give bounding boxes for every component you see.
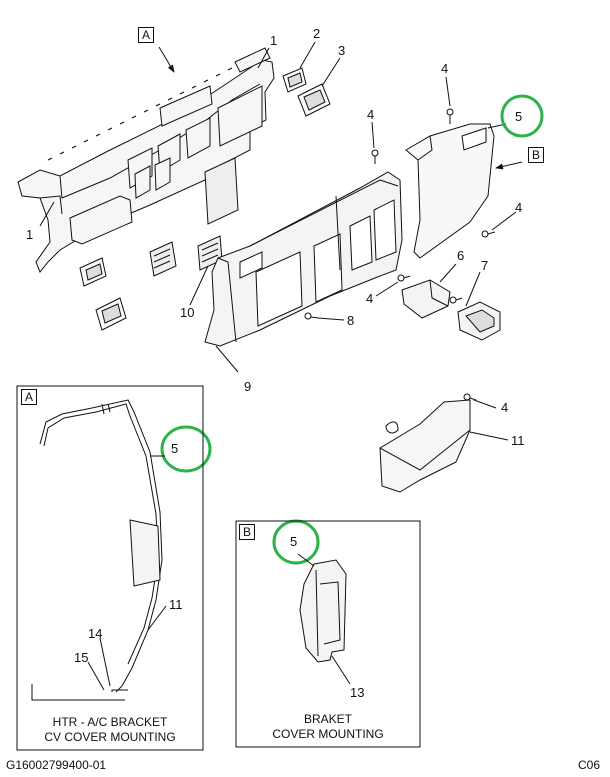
part-3-vent — [297, 83, 331, 117]
screw-icon — [446, 108, 454, 124]
callout-4-right: 4 — [515, 200, 523, 215]
callout-3: 3 — [338, 43, 346, 58]
part-10-vent-b — [149, 241, 177, 277]
callout-7: 7 — [481, 258, 489, 273]
callout-1-top: 1 — [270, 33, 278, 48]
callout-11-bracket: 11 — [511, 433, 525, 448]
callout-5-top: 5 — [515, 109, 523, 124]
drawing-number: G16002799400-01 — [6, 758, 107, 772]
highlight-circle-5-detail-a — [160, 425, 212, 473]
detail-b-caption-line2: COVER MOUNTING — [272, 727, 384, 741]
detail-a-caption: HTR - A/C BRACKET CV COVER MOUNTING — [18, 715, 202, 745]
callout-5-detail-a: 5 — [171, 441, 179, 456]
part-1-back-panel — [17, 47, 275, 273]
callout-15: 15 — [74, 650, 89, 665]
sheet-code: C06 — [578, 758, 601, 772]
detail-b-caption: BRAKET COVER MOUNTING — [237, 712, 419, 742]
screw-icon — [449, 296, 463, 304]
loose-vent-left — [79, 257, 107, 287]
callout-4-mid: 4 — [367, 107, 375, 122]
screw-icon — [481, 230, 496, 238]
callout-4-bracket: 4 — [501, 400, 509, 415]
callout-11-detail-a: 11 — [169, 597, 183, 612]
screws — [304, 108, 496, 401]
callout-2: 2 — [313, 26, 321, 41]
callout-6: 6 — [457, 248, 465, 263]
screw-icon — [463, 393, 477, 401]
callout-10: 10 — [180, 305, 195, 320]
screw-icon — [304, 312, 319, 320]
callout-14: 14 — [88, 626, 103, 641]
detail-b-drawing — [297, 553, 351, 685]
callout-b-box: B — [528, 147, 544, 163]
detail-a-drawing — [31, 399, 167, 701]
callout-a-box: A — [138, 27, 154, 43]
callout-1-left: 1 — [26, 227, 34, 242]
detail-a-frame — [16, 385, 204, 751]
callout-4-lower: 4 — [366, 291, 374, 306]
part-2-vent — [282, 67, 307, 93]
callout-8: 8 — [347, 313, 355, 328]
part-11-bracket — [379, 399, 471, 493]
detail-b-frame — [235, 520, 421, 748]
callout-13: 13 — [350, 685, 365, 700]
detail-a-caption-line2: CV COVER MOUNTING — [44, 730, 176, 744]
part-6-bracket — [401, 279, 451, 319]
part-9-front-cover — [204, 171, 403, 347]
leader-lines — [39, 41, 523, 441]
part-7-bracket — [457, 301, 501, 341]
detail-a-tag: A — [21, 389, 37, 405]
callout-4-top-right: 4 — [441, 61, 449, 76]
part-1-top-slots — [47, 67, 233, 161]
part-5-side-cover — [405, 123, 495, 259]
callout-5-detail-b: 5 — [290, 534, 298, 549]
screw-icon — [371, 149, 379, 164]
highlight-circle-5-top — [500, 94, 544, 138]
detail-a-caption-line1: HTR - A/C BRACKET — [52, 715, 168, 729]
callout-9: 9 — [244, 379, 252, 394]
detail-b-caption-line1: BRAKET — [303, 712, 352, 726]
loose-vent-bottom — [95, 297, 127, 331]
detail-b-tag: B — [239, 524, 255, 540]
screw-icon — [397, 274, 411, 282]
